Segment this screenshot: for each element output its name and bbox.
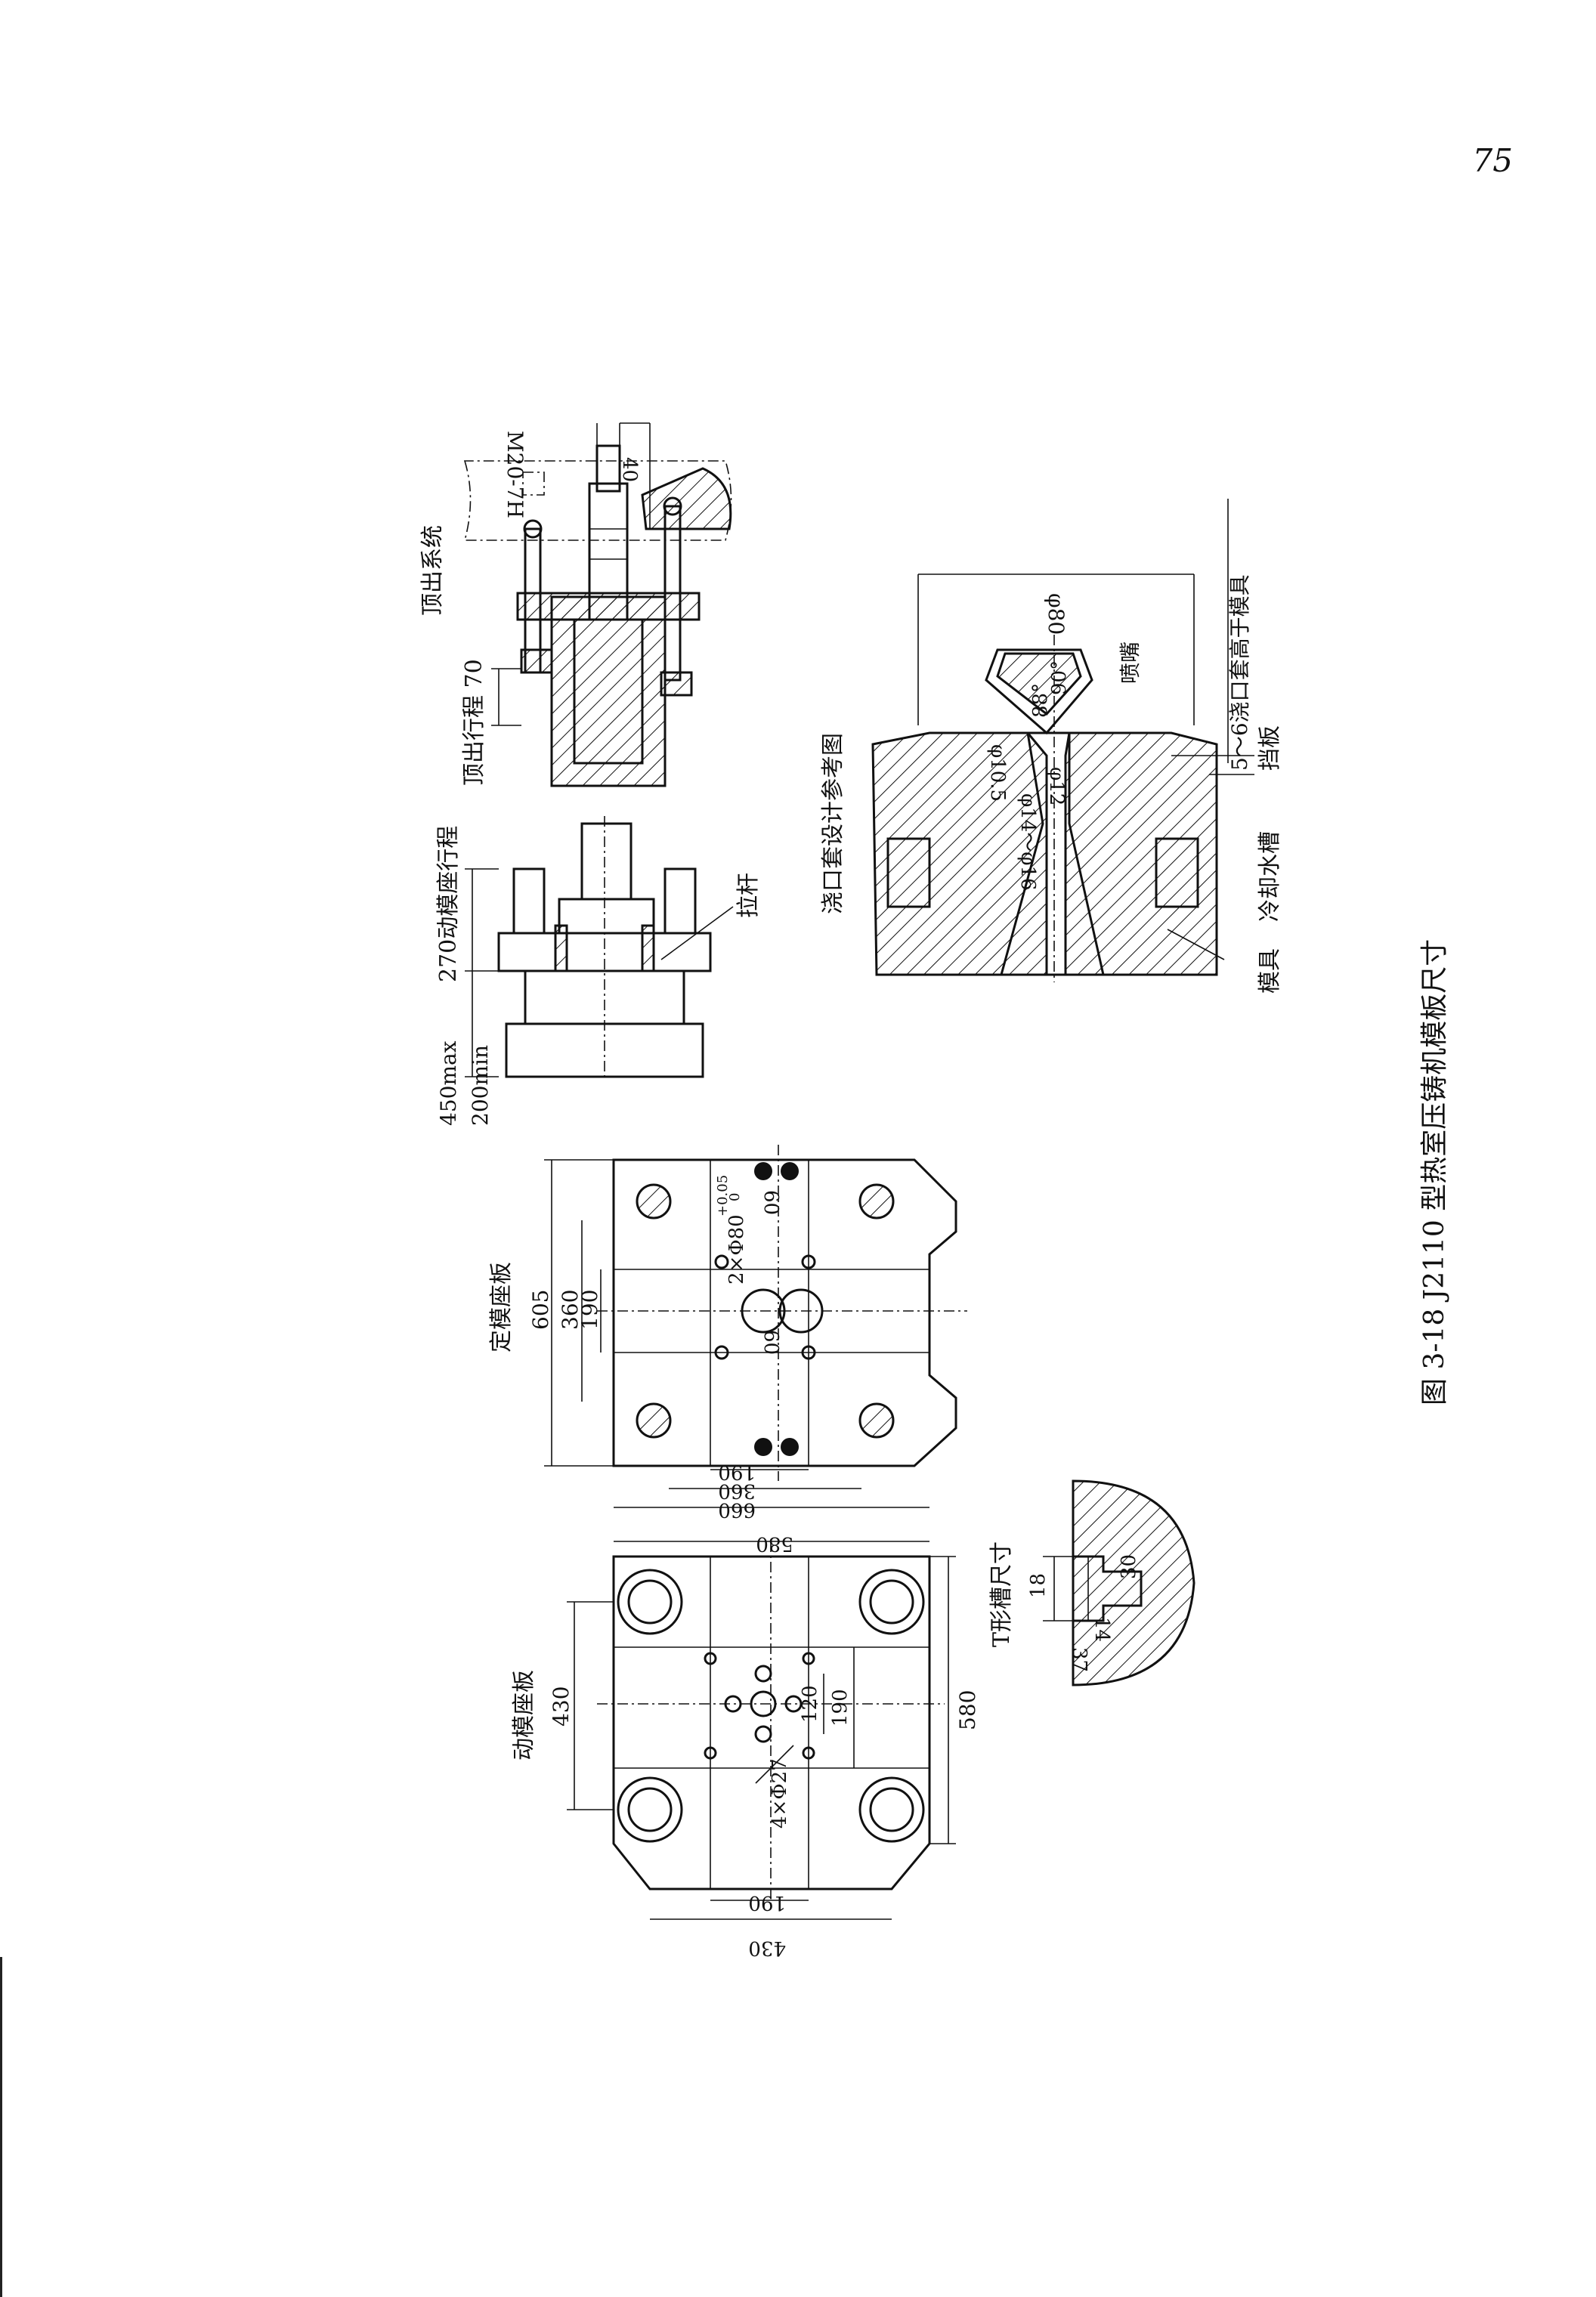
fixed-dim-60-a: 60 <box>759 1190 782 1215</box>
t-slot-title: T形槽尺寸 <box>988 1541 1015 1647</box>
t-slot-detail: T形槽尺寸 18 14 30 37 <box>988 1479 1195 1686</box>
moving-dim-430-bottom: 430 <box>748 1937 786 1959</box>
fixed-dim-190-bottom: 190 <box>718 1461 756 1483</box>
moving-dim-580-right: 580 <box>955 1690 980 1730</box>
angle-88: 88° <box>1029 683 1052 718</box>
ejector-stroke-label: 顶出行程 70 <box>461 659 487 786</box>
fixed-dim-360: 360 <box>558 1290 583 1330</box>
t-slot-dim-14: 14 <box>1090 1617 1113 1642</box>
ejector-dim-40: 40 <box>618 457 641 482</box>
t-slot-dim-18: 18 <box>1027 1573 1050 1598</box>
t-slot-dim-30: 30 <box>1118 1554 1140 1579</box>
moving-dim-120: 120 <box>799 1685 821 1723</box>
ejector-system-view: 顶出系统 顶出行程 70 M20-7H 40 <box>419 422 732 787</box>
fixed-tol-upper: +0.05 <box>715 1175 731 1217</box>
fixed-dim-360-bottom: 360 <box>718 1479 756 1502</box>
ejector-thread: M20-7H <box>503 431 527 518</box>
side-max-label: 450max <box>436 1040 461 1126</box>
fixed-dim-60-b: 60 <box>759 1330 782 1355</box>
t-slot-dim-37: 37 <box>1068 1647 1090 1672</box>
moving-plate-view: 动模座板 430 580 580 120 190 4×Φ27 190 430 <box>511 1532 980 1959</box>
moving-dim-190: 190 <box>829 1689 852 1727</box>
page-number: 75 <box>1472 142 1513 179</box>
sprue-bushing-view: 浇口套设计参考图 φ80 喷嘴 90° 88° φ10.5 φ12 φ14～φ1… <box>820 499 1283 994</box>
fixed-dim-190: 190 <box>577 1290 602 1330</box>
figure-caption: 图 3-18 J2110 型热室压铸机模板尺寸 <box>1419 939 1450 1405</box>
side-stroke-label: 270动模座行程 <box>435 826 462 982</box>
nozzle-label: 喷嘴 <box>1118 641 1143 684</box>
moving-plate-title: 动模座板 <box>511 1670 537 1761</box>
fixed-dim-660-bottom: 660 <box>718 1498 756 1521</box>
fixed-plate-title: 定模座板 <box>488 1262 515 1353</box>
dia-14-16: φ14～φ16 <box>1016 793 1039 891</box>
fixed-hole-label: 2×Φ80 <box>725 1214 748 1285</box>
moving-dim-190-bottom: 190 <box>748 1891 786 1914</box>
cooling-label: 冷却水槽 <box>1257 831 1283 922</box>
bushing-height-note: 5～6浇口套高于模具 <box>1227 574 1252 771</box>
ejector-title: 顶出系统 <box>419 525 446 616</box>
dia-12: φ12 <box>1045 767 1068 805</box>
dia-10-5: φ10.5 <box>986 744 1009 802</box>
sprue-phi80: φ80 <box>1044 593 1069 635</box>
fixed-tol-lower: 0 <box>727 1193 743 1201</box>
left-margin-line <box>0 1957 2 2297</box>
tie-rod-label: 拉杆 <box>735 873 762 918</box>
moving-hole-label: 4×Φ27 <box>769 1758 791 1829</box>
angle-90: 90° <box>1048 660 1071 695</box>
moving-dim-580-top: 580 <box>756 1532 793 1555</box>
fixed-plate-view: 定模座板 605 360 190 2×Φ80 +0.05 0 60 60 190… <box>488 1145 967 1521</box>
baffle-label: 挡板 <box>1257 725 1283 771</box>
side-view: 270动模座行程 450max 200min 拉杆 <box>435 816 762 1126</box>
moving-dim-430: 430 <box>549 1686 574 1727</box>
sprue-title: 浇口套设计参考图 <box>820 733 846 914</box>
die-label: 模具 <box>1257 948 1283 994</box>
fixed-dim-605: 605 <box>528 1290 553 1330</box>
side-min-label: 200min <box>468 1045 493 1126</box>
